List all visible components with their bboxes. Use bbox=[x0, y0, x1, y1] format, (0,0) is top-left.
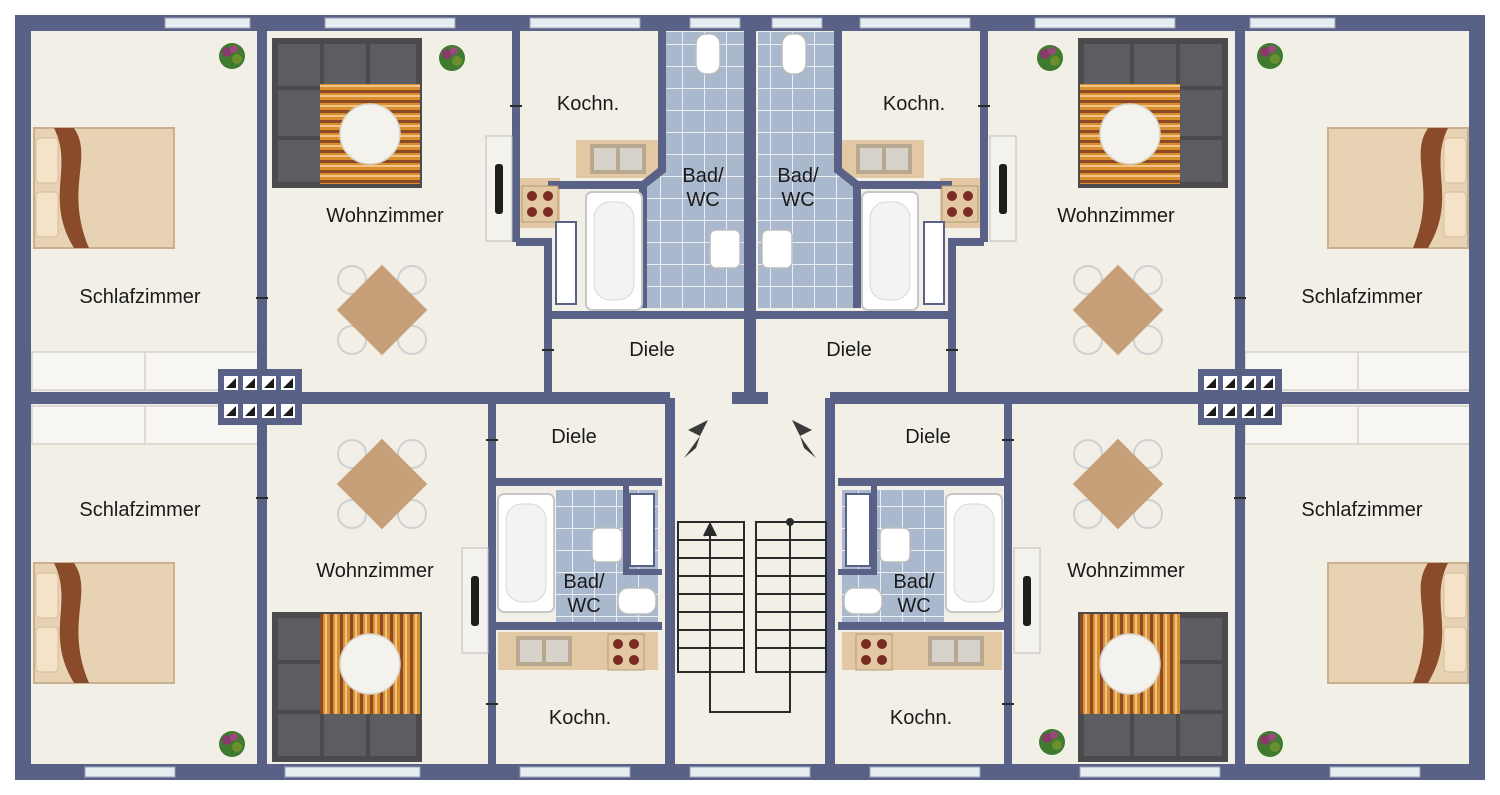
tv-icon bbox=[461, 547, 489, 654]
bed-icon bbox=[1327, 562, 1469, 684]
shaft-icon bbox=[218, 369, 302, 425]
bath-label-line2: WC bbox=[897, 595, 931, 617]
room-label-bedroom-br: Schlafzimmer bbox=[1301, 499, 1423, 521]
bath-label-line1: Bad/ bbox=[777, 165, 819, 187]
room-label-kitchen-br: Kochn. bbox=[889, 707, 953, 729]
toilet-icon bbox=[617, 33, 883, 615]
plant-icon bbox=[219, 43, 245, 69]
stove-icon bbox=[607, 633, 645, 671]
room-label-kitchen-tr: Kochn. bbox=[882, 93, 946, 115]
room-label-hall-tl: Diele bbox=[629, 339, 675, 361]
plant-icon bbox=[1037, 45, 1063, 71]
room-label-bath-tr: Bad/WC bbox=[777, 164, 818, 212]
sink-icon bbox=[516, 636, 572, 666]
bath-label-line2: WC bbox=[781, 189, 815, 211]
room-label-bath-br: Bad/WC bbox=[893, 570, 934, 618]
room-label-hall-br: Diele bbox=[905, 426, 951, 448]
room-label-hall-bl: Diele bbox=[551, 426, 597, 448]
bath-label-line1: Bad/ bbox=[563, 571, 605, 593]
room-label-bedroom-bl: Schlafzimmer bbox=[79, 499, 201, 521]
stove-icon bbox=[941, 185, 979, 223]
bed-icon bbox=[33, 562, 175, 684]
round-table-icon bbox=[339, 103, 1161, 695]
room-label-bedroom-tr: Schlafzimmer bbox=[1301, 286, 1423, 308]
washbasin-icon bbox=[591, 229, 911, 563]
cabinet-markers bbox=[555, 221, 945, 567]
bathtub-icon bbox=[585, 191, 643, 311]
tv-icon bbox=[989, 135, 1017, 242]
room-label-bath-bl: Bad/WC bbox=[563, 570, 604, 618]
bath-label-line1: Bad/ bbox=[893, 571, 935, 593]
bed-icon bbox=[1327, 127, 1469, 249]
room-label-living-br: Wohnzimmer bbox=[1067, 560, 1185, 582]
bath-label-line1: Bad/ bbox=[682, 165, 724, 187]
stairs-icon bbox=[677, 518, 827, 713]
closets bbox=[31, 351, 1474, 445]
plant-icon bbox=[1257, 731, 1283, 757]
tv-icon bbox=[485, 135, 513, 242]
windows bbox=[84, 17, 1421, 778]
room-label-hall-tr: Diele bbox=[826, 339, 872, 361]
sink-icon bbox=[928, 636, 984, 666]
door-marks bbox=[256, 105, 1246, 705]
stove-icon bbox=[521, 185, 559, 223]
walls bbox=[15, 15, 1485, 780]
shaft-icon bbox=[1198, 369, 1282, 425]
room-label-kitchen-tl: Kochn. bbox=[556, 93, 620, 115]
room-label-kitchen-bl: Kochn. bbox=[548, 707, 612, 729]
bath-label-line2: WC bbox=[686, 189, 720, 211]
bathtub-icon bbox=[497, 493, 555, 613]
room-label-living-tr: Wohnzimmer bbox=[1057, 205, 1175, 227]
room-label-bath-tl: Bad/WC bbox=[682, 164, 723, 212]
room-label-bedroom-tl: Schlafzimmer bbox=[79, 286, 201, 308]
stove-icon bbox=[855, 633, 893, 671]
plant-icon bbox=[1039, 729, 1065, 755]
room-label-living-bl: Wohnzimmer bbox=[316, 560, 434, 582]
plant-icon bbox=[219, 731, 245, 757]
plant-icon bbox=[439, 45, 465, 71]
plant-icon bbox=[1257, 43, 1283, 69]
bed-icon bbox=[33, 127, 175, 249]
tv-icon bbox=[1013, 547, 1041, 654]
entry-arrow-icon bbox=[684, 420, 816, 458]
sink-icon bbox=[856, 144, 912, 174]
bathtub-icon bbox=[945, 493, 1003, 613]
bathtub-icon bbox=[861, 191, 919, 311]
sink-icon bbox=[590, 144, 646, 174]
room-label-living-tl: Wohnzimmer bbox=[326, 205, 444, 227]
bath-label-line2: WC bbox=[567, 595, 601, 617]
